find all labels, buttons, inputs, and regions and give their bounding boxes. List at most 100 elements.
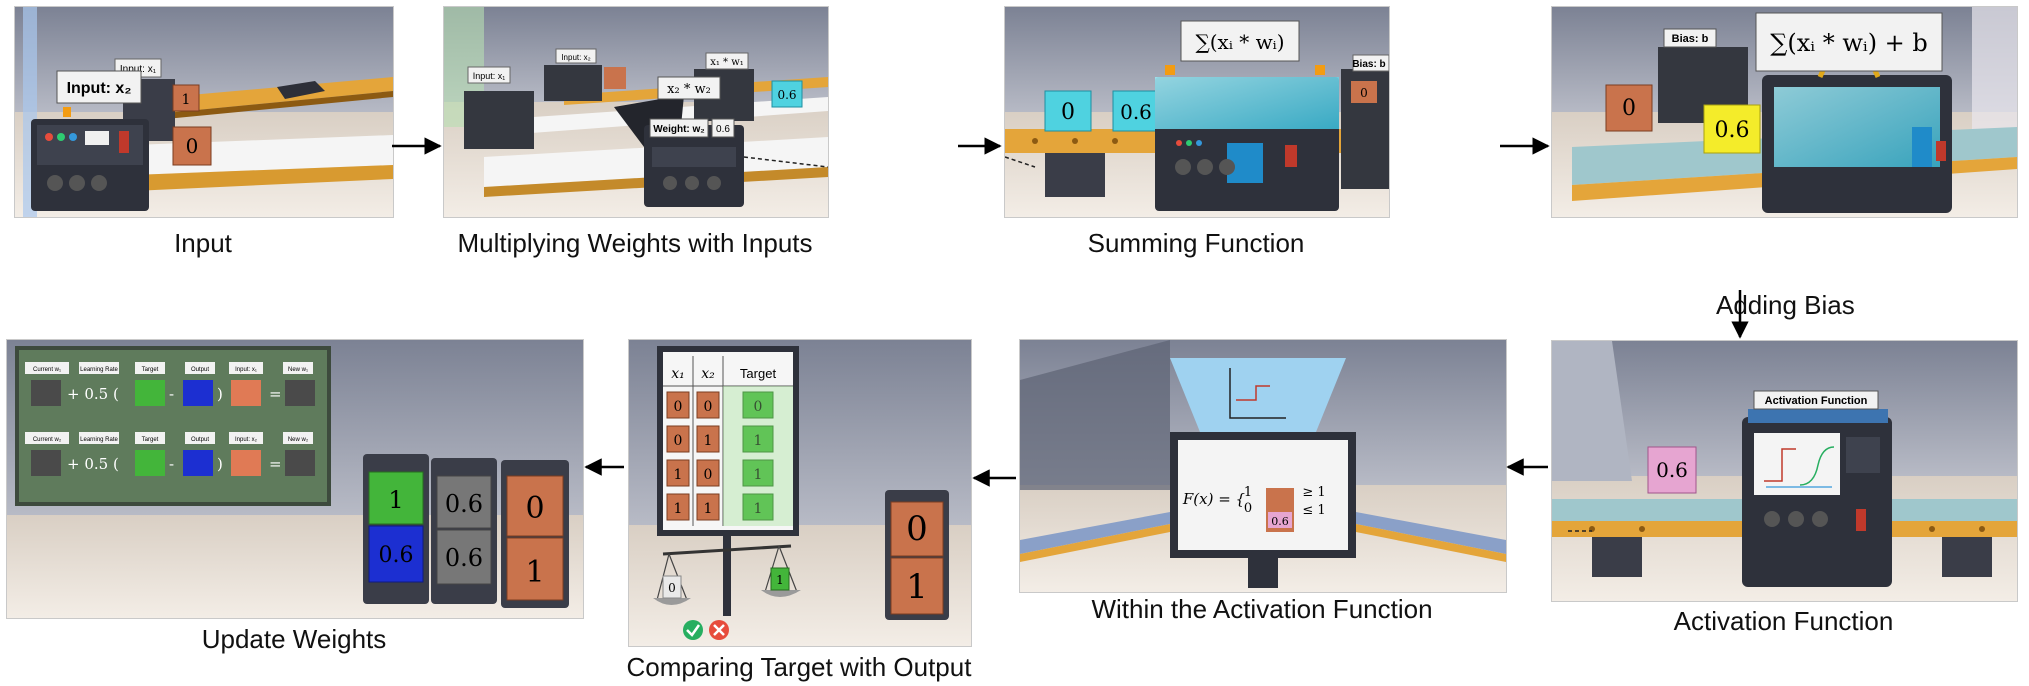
table-cell-box <box>742 425 774 453</box>
cart3-bottom-value: 1 <box>525 555 544 590</box>
sign-weight-w2: Weight: w₂ <box>653 124 704 135</box>
board-label-bg <box>229 362 263 374</box>
table-cell: 1 <box>704 501 713 517</box>
table-cell: 1 <box>754 433 763 449</box>
board-label-bg <box>283 362 313 374</box>
close-paren: ) <box>217 455 223 473</box>
table-cell: 1 <box>754 501 763 517</box>
sign-input-x2: Input: x₂ <box>67 80 132 97</box>
table-header-x1: x₁ <box>671 366 685 382</box>
scale-right-value: 1 <box>776 573 784 587</box>
sign-sum-bias: Bias: b <box>1352 59 1385 70</box>
multiply-scene: Input: x₁ Input: x₂ x₁ * w₁ 0.6 x₂ * w₂ … <box>444 7 828 217</box>
board-label: Input: x₁ <box>235 367 257 373</box>
caption-compare: Comparing Target with Output <box>626 652 972 682</box>
cart3-top-value: 0 <box>525 491 544 526</box>
equals-sign: = <box>269 385 282 403</box>
minus-sign: - <box>169 385 174 403</box>
table-cell: 1 <box>754 467 763 483</box>
within-formula-top: 1 <box>1244 485 1252 500</box>
table-cell-box <box>666 493 690 521</box>
box-teal-value: 0.6 <box>777 88 796 102</box>
panel-within: F(x) = { 1 0 0.6 ≥ 1 ≤ 1 <box>1019 339 1507 593</box>
sign-mult-x1: Input: x₁ <box>473 71 506 81</box>
sign-mult-x2: Input: x₂ <box>561 53 590 62</box>
weight-value: 0.6 <box>716 124 730 135</box>
cart2-bottom-value: 0.6 <box>445 544 483 572</box>
box-front-value: 0 <box>186 134 199 158</box>
sign-bias-b: Bias: b <box>1672 33 1709 45</box>
bias-formula: ∑(xᵢ * wᵢ) + b <box>1770 29 1928 57</box>
sign-activation: Activation Function <box>1765 395 1868 407</box>
table-cell-box <box>696 459 720 487</box>
panel-multiply: Input: x₁ Input: x₂ x₁ * w₁ 0.6 x₂ * w₂ … <box>443 6 829 218</box>
caption-summing: Summing Function <box>1087 228 1305 258</box>
panel-bias: Bias: b 0 0.6 ∑(xᵢ * wᵢ) + b <box>1551 6 2018 218</box>
bias-scene: Bias: b 0 0.6 ∑(xᵢ * wᵢ) + b <box>1552 7 2017 217</box>
box-bias-orange: 0 <box>1622 96 1636 121</box>
panel-summing: Bias: b 0 0 0.6 ∑(xᵢ * wᵢ) <box>1004 6 1390 218</box>
board-label: New w₁ <box>288 367 308 373</box>
minus-sign: - <box>169 455 174 473</box>
plus-rate: + 0.5 ( <box>67 455 119 473</box>
table-cell: 0 <box>674 433 683 449</box>
scale-left-value: 0 <box>668 581 676 595</box>
panel-input: Input: x₁ 1 Input: x₂ 0 <box>14 6 394 218</box>
board-label: Target <box>142 437 159 443</box>
table-cell: 1 <box>674 467 683 483</box>
update-scene: Current w₁ Learning Rate Target Output Input… <box>7 340 583 618</box>
table-cell: 0 <box>674 399 683 415</box>
board-label: Output <box>191 437 209 443</box>
table-cell: 1 <box>704 433 713 449</box>
board-label: Learning Rate <box>80 437 118 443</box>
box-activation-pink: 0.6 <box>1656 458 1688 482</box>
table-cell: 1 <box>674 501 683 517</box>
within-formula-lhs: F(x) = { <box>1182 490 1246 508</box>
panel-activation: 0.6 Activation Function <box>1551 340 2018 602</box>
board-label: Current w₂ <box>33 437 62 443</box>
sign-input-x1: Input: x₁ <box>120 64 157 75</box>
table-cell-box <box>666 459 690 487</box>
board-label-bg <box>135 362 165 374</box>
board-label-bg <box>135 432 165 444</box>
box-far-value: 0 <box>1360 86 1368 100</box>
new-weight-box <box>285 450 315 476</box>
cart-bottom-value: 1 <box>906 567 928 607</box>
input-box <box>231 450 261 476</box>
target-box <box>135 380 165 406</box>
panel-update: Current w₁ Learning Rate Target Output Input… <box>6 339 584 619</box>
caption-activation: Activation Function <box>1673 606 1894 636</box>
caption-within: Within the Activation Function <box>1091 594 1433 624</box>
board-label: Current w₁ <box>33 367 61 373</box>
board-label-bg <box>79 362 119 374</box>
within-box-value: 0.6 <box>1271 515 1289 528</box>
board-label-bg <box>185 362 215 374</box>
current-weight-box <box>31 380 61 406</box>
output-box <box>183 380 213 406</box>
cart1-top-value: 1 <box>388 486 403 514</box>
board-label-bg <box>185 432 215 444</box>
table-cell-box <box>666 425 690 453</box>
cart2-top-value: 0.6 <box>445 490 483 518</box>
input-box <box>231 380 261 406</box>
close-paren: ) <box>217 385 223 403</box>
within-formula-le: ≤ 1 <box>1302 503 1325 518</box>
board-label-bg <box>25 362 69 374</box>
table-cell-box <box>742 459 774 487</box>
activation-scene: 0.6 Activation Function <box>1552 341 2017 601</box>
table-cell-box <box>696 391 720 419</box>
output-box <box>183 450 213 476</box>
cart1-bottom-value: 0.6 <box>379 543 414 568</box>
within-scene: F(x) = { 1 0 0.6 ≥ 1 ≤ 1 <box>1020 340 1506 592</box>
table-cell: 0 <box>704 467 713 483</box>
within-formula-ge: ≥ 1 <box>1302 485 1325 500</box>
current-weight-box <box>31 450 61 476</box>
cart-top-value: 0 <box>906 509 928 549</box>
new-weight-box <box>285 380 315 406</box>
table-cell: 0 <box>754 399 763 415</box>
table-cell-box <box>696 493 720 521</box>
box-back-value: 1 <box>182 92 191 108</box>
caption-input: Input <box>174 228 232 258</box>
